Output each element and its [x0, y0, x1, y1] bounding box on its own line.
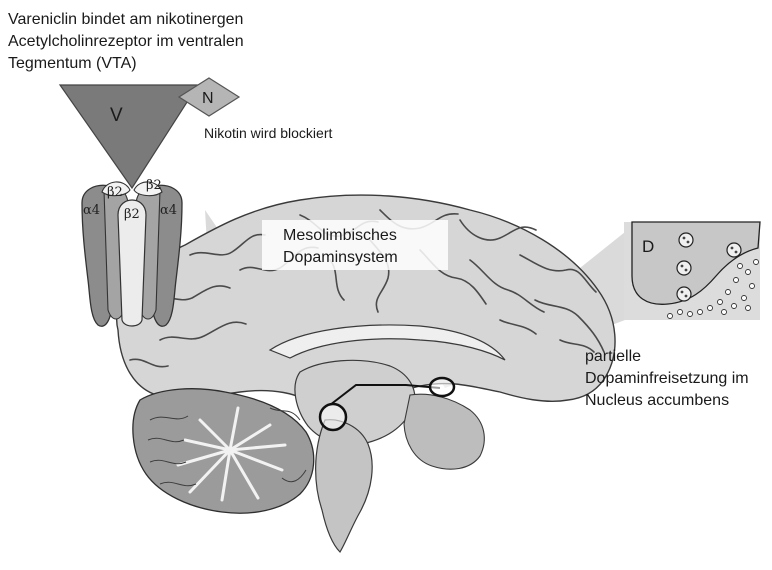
beta2-center-label: β2 [124, 207, 140, 222]
caption-line-2: Acetylcholinrezeptor im ventralen [8, 33, 244, 50]
vta-circle [320, 404, 346, 430]
beta2-left-label: β2 [107, 185, 123, 200]
release-line-1: partielle [585, 348, 641, 365]
brainstem [316, 420, 373, 552]
alpha4-right-label: α4 [160, 203, 177, 218]
dopamine-label: D [642, 237, 654, 256]
nicotine-label: N [202, 90, 214, 107]
beta2-right-label: β2 [146, 178, 162, 193]
varenicline-label: V [110, 105, 123, 126]
caption-line-3: Tegmentum (VTA) [8, 55, 137, 72]
mesolimbic-line-2: Dopaminsystem [283, 249, 398, 266]
temporal-lobe [404, 394, 484, 469]
nicotine-blocked-label: Nikotin wird blockiert [204, 125, 332, 141]
varenicline-triangle [60, 85, 198, 188]
caption-line-1: Vareniclin bindet am nikotinergen [8, 11, 243, 28]
nac-circle [430, 378, 454, 396]
mesolimbic-line-1: Mesolimbisches [283, 227, 397, 244]
alpha4-left-label: α4 [83, 203, 100, 218]
release-line-3: Nucleus accumbens [585, 392, 729, 409]
release-line-2: Dopaminfreisetzung im [585, 370, 749, 387]
